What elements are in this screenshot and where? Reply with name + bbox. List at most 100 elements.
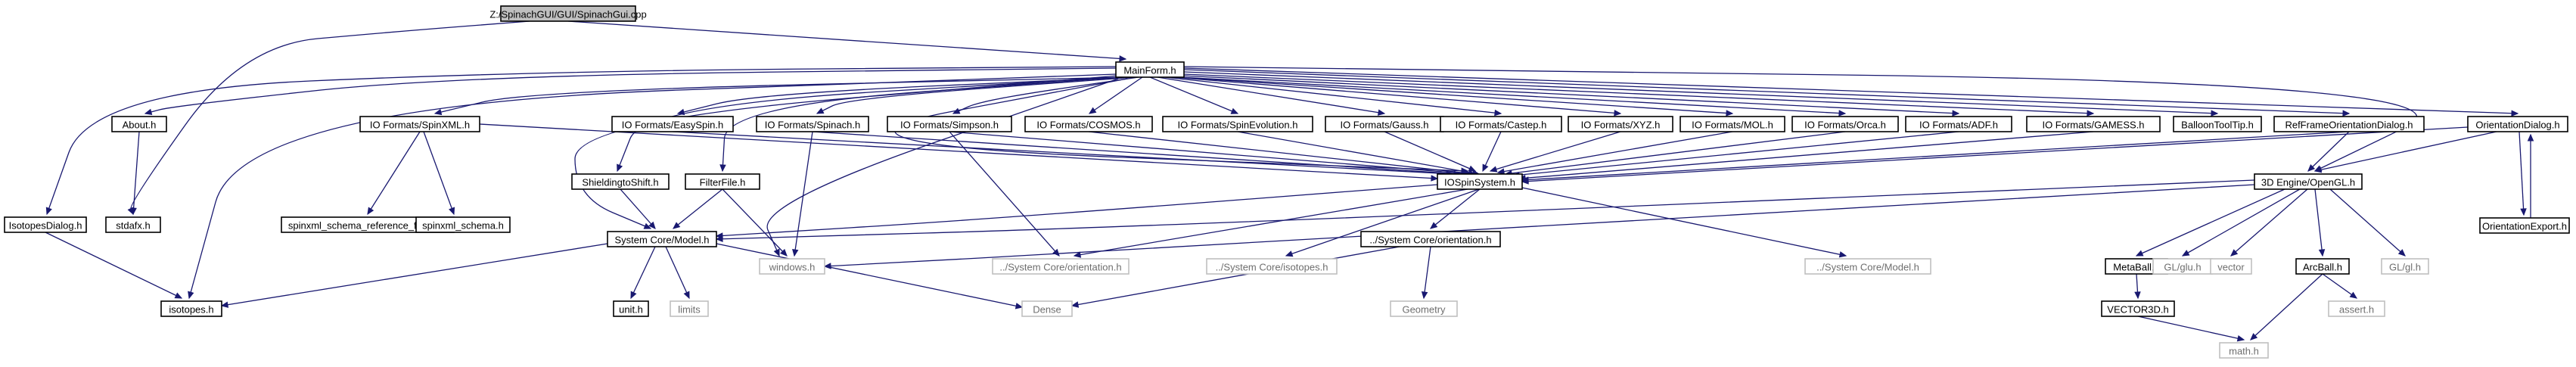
edge-orca-to-iospin (1504, 131, 1846, 177)
node-gauss[interactable]: IO Formats/Gauss.h (1325, 116, 1444, 132)
node-label: MetaBall.h (2113, 262, 2159, 273)
node-box (1162, 116, 1313, 132)
node-about[interactable]: About.h (111, 116, 167, 132)
node-mainform[interactable]: MainForm.h (1115, 61, 1185, 78)
node-refframe[interactable]: RefFrameOrientationDialog.h (2273, 116, 2425, 132)
node-xyz[interactable]: IO Formats/XYZ.h (1568, 116, 1673, 132)
edge-line (1423, 246, 1431, 299)
edge-gamess-to-iospin (1518, 131, 2094, 182)
edge-line (1088, 131, 1476, 175)
node-box (1360, 231, 1501, 247)
node-adf[interactable]: IO Formats/ADF.h (1905, 116, 2012, 132)
node-schemaref[interactable]: spinxml_schema_reference_frame.h (281, 216, 455, 233)
node-engine[interactable]: 3D Engine/OpenGL.h (2254, 173, 2363, 190)
node-label: IO Formats/GAMESS.h (2042, 120, 2144, 131)
edge-isotopesdialog-to-isotopes (45, 232, 183, 299)
edge-line (188, 73, 1117, 299)
node-unit[interactable]: unit.h (613, 300, 649, 317)
edge-mainform-to-gauss (1157, 76, 1386, 116)
edge-spinxml-to-iospin (479, 123, 1439, 182)
edge-line (716, 243, 1023, 308)
node-label: IO Formats/SpinEvolution.h (1178, 120, 1298, 131)
edge-arrowhead (1838, 251, 1847, 258)
node-orientexp[interactable]: OrientationExport.h (2479, 217, 2570, 234)
node-gamess[interactable]: IO Formats/GAMESS.h (2026, 116, 2161, 132)
edge-iospin-to-orient2 (1430, 188, 1481, 229)
node-orient2[interactable]: ../System Core/orientation.h (1360, 231, 1501, 247)
edge-mainform-to-isotopes (188, 73, 1117, 300)
node-box (1024, 116, 1153, 132)
edge-line (2519, 131, 2525, 216)
edge-refframe-to-engine (2307, 131, 2350, 172)
edge-shielding-to-model (620, 188, 656, 229)
edge-line (1183, 66, 2418, 172)
node-filterfile[interactable]: FilterFile.h (685, 173, 760, 190)
node-label: Dense (1033, 304, 1061, 316)
edge-line (2250, 273, 2323, 341)
edge-line (1237, 131, 1480, 175)
node-stdafx[interactable]: stdafx.h (105, 216, 161, 233)
node-simpson[interactable]: IO Formats/Simpson.h (887, 116, 1012, 132)
node-iospin[interactable]: IOSpinSystem.h (1437, 173, 1523, 190)
edge-arrowhead (2318, 249, 2326, 257)
node-orientdlg[interactable]: OrientationDialog.h (2467, 116, 2568, 132)
edge-mainform-to-gamess (1183, 73, 2095, 117)
edge-line (1071, 246, 1400, 306)
node-spinxml[interactable]: IO Formats/SpinXML.h (359, 116, 480, 132)
node-label: OrientationDialog.h (2475, 120, 2559, 131)
node-label: limits (678, 304, 701, 316)
node-box (2101, 300, 2175, 317)
node-root[interactable]: Z:/SpinachGUI/GUI/SpinachGui.cpp (489, 5, 647, 22)
node-box (670, 300, 709, 317)
node-label: math.h (2229, 346, 2259, 357)
node-label: IO Formats/SpinXML.h (370, 120, 470, 131)
edge-line (1521, 126, 2469, 182)
edge-mainform-to-isotopesdialog (45, 66, 1117, 216)
node-box (1021, 300, 1073, 317)
node-box (613, 300, 649, 317)
node-label: ArcBall.h (2303, 262, 2342, 273)
edge-line (2314, 188, 2323, 257)
node-arcball[interactable]: ArcBall.h (2295, 258, 2350, 275)
node-vector3d[interactable]: VECTOR3D.h (2101, 300, 2175, 317)
edge-arrowhead (2511, 110, 2519, 117)
node-metaball[interactable]: MetaBall.h (2105, 258, 2168, 275)
edge-arrowhead (1285, 250, 1294, 257)
edge-mainform-to-about (144, 67, 1117, 115)
edge-filterfile-to-windows (722, 188, 788, 257)
node-label: IO Formats/Spinach.h (765, 120, 860, 131)
node-model[interactable]: System Core/Model.h (607, 231, 717, 247)
edge-mainform-to-xyz (1172, 76, 1622, 117)
edge-line (423, 131, 455, 215)
edge-line (2307, 131, 2350, 172)
node-easyspin[interactable]: IO Formats/EasySpin.h (611, 116, 734, 132)
node-shielding[interactable]: ShieldingtoShift.h (571, 173, 670, 190)
node-cosmos[interactable]: IO Formats/COSMOS.h (1024, 116, 1153, 132)
node-spinach[interactable]: IO Formats/Spinach.h (756, 116, 869, 132)
edge-line (1521, 131, 2350, 181)
node-box (111, 116, 167, 132)
node-orca[interactable]: IO Formats/Orca.h (1791, 116, 1899, 132)
node-spinevo[interactable]: IO Formats/SpinEvolution.h (1162, 116, 1313, 132)
node-box (1115, 61, 1185, 78)
edge-spinach-to-windows (792, 131, 813, 257)
node-isotopesdialog[interactable]: IsotopesDialog.h (4, 216, 87, 233)
edge-arrowhead (1052, 248, 1060, 257)
node-isotopes[interactable]: isotopes.h (160, 300, 222, 317)
edge-line (1181, 75, 1959, 114)
node-schema[interactable]: spinxml_schema.h (415, 216, 511, 233)
node-box (1437, 173, 1523, 190)
node-balloon[interactable]: BalloonToolTip.h (2173, 116, 2262, 132)
node-label: About.h (123, 120, 157, 131)
edge-engine-to-gl (2329, 188, 2406, 257)
edge-orientdlg-to-engine (2313, 131, 2497, 173)
edge-line (620, 188, 656, 229)
node-box (4, 216, 87, 233)
node-mol[interactable]: IO Formats/MOL.h (1680, 116, 1785, 132)
edge-line (672, 131, 1453, 175)
edge-arrowhead (1431, 175, 1439, 182)
node-castep[interactable]: IO Formats/Castep.h (1440, 116, 1562, 132)
edge-arrowhead (648, 221, 656, 229)
edge-arrowhead (2397, 249, 2406, 257)
edge-line (816, 76, 1136, 114)
